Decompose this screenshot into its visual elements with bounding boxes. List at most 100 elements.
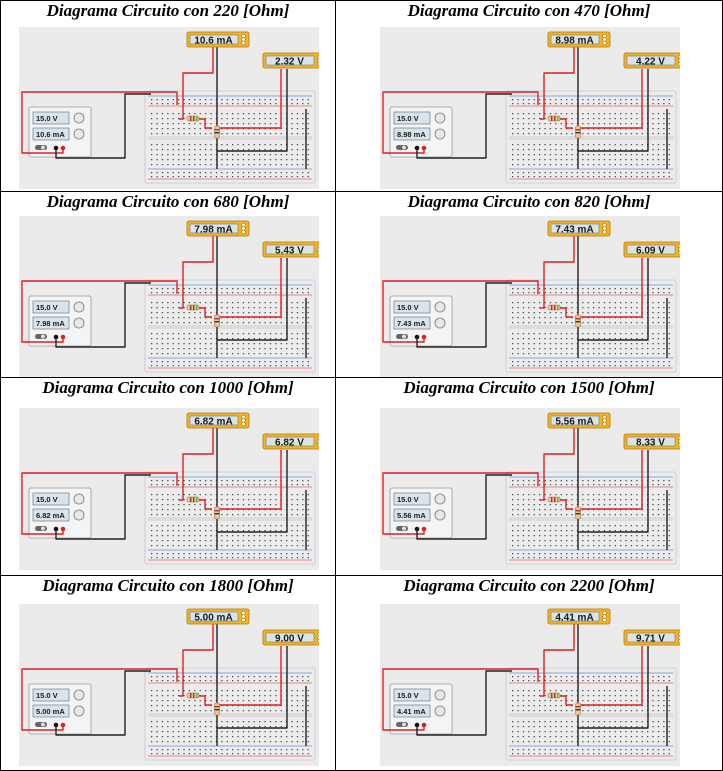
simulator-screenshot: 15.0 V 7.43 mA 7.43 mA 6.09 V	[380, 216, 680, 378]
power-supply: 15.0 V 7.43 mA	[389, 295, 453, 347]
load-resistor	[575, 702, 581, 716]
ammeter-reading: 8.98 mA	[555, 36, 593, 47]
simulator-screenshot: 15.0 V5.00 mA5.00 mA9.00 V	[19, 604, 319, 766]
cell-title: Diagrama Circuito con 1000 [Ohm]	[42, 378, 294, 397]
supply-voltage-display	[32, 111, 70, 125]
voltmeter-reading: 6.82 V	[275, 438, 304, 449]
load-resistor	[575, 125, 581, 139]
supply-current-reading: 8.98 mA	[397, 130, 426, 139]
resistor	[547, 304, 561, 311]
ammeter: 4.41 mA	[547, 608, 611, 625]
power-supply: 15.0 V 5.00 mA	[28, 683, 92, 735]
breadboard	[144, 279, 316, 373]
ammeter: 6.82 mA	[186, 412, 250, 429]
power-supply: 15.0 V10.6 mA	[28, 106, 92, 158]
breadboard	[144, 90, 316, 184]
power-supply: 15.0 V6.82 mA	[28, 487, 92, 539]
voltage-knob[interactable]	[434, 301, 446, 313]
current-knob[interactable]	[73, 128, 85, 140]
breadboard	[144, 471, 316, 565]
circuit-cell: Diagrama Circuito con 680 [Ohm] 15.0 V 7.9…	[0, 191, 336, 378]
simulator-screenshot: 15.0 V4.41 mA4.41 mA9.71 V	[380, 604, 680, 766]
current-knob[interactable]	[434, 509, 446, 521]
voltmeter-reading: 9.71 V	[636, 634, 665, 645]
voltmeter: 2.32 V	[262, 52, 319, 69]
resistor	[186, 496, 200, 503]
supply-voltage-display	[32, 492, 70, 506]
wires	[21, 624, 307, 746]
breadboard	[505, 667, 677, 761]
supply-current-display	[32, 508, 70, 522]
load-resistor	[575, 314, 581, 328]
breadboard	[505, 471, 677, 565]
ammeter-reading: 7.98 mA	[194, 225, 232, 236]
current-knob[interactable]	[434, 317, 446, 329]
voltmeter: 8.33 V	[623, 433, 680, 450]
ammeter-reading: 7.43 mA	[555, 225, 593, 236]
current-knob[interactable]	[73, 317, 85, 329]
voltmeter-reading: 5.43 V	[275, 246, 304, 257]
cell-title: Diagrama Circuito con 2200 [Ohm]	[403, 576, 655, 595]
voltage-knob[interactable]	[434, 112, 446, 124]
supply-current-display	[393, 316, 431, 330]
ammeter-reading: 6.82 mA	[194, 417, 232, 428]
supply-current-reading: 6.82 mA	[36, 511, 65, 520]
supply-current-reading: 4.41 mA	[397, 707, 426, 716]
supply-current-display	[32, 316, 70, 330]
supply-current-display	[393, 508, 431, 522]
supply-current-display	[393, 127, 431, 141]
supply-voltage-display	[393, 300, 431, 314]
current-knob[interactable]	[73, 705, 85, 717]
supply-voltage-reading: 15.0 V	[397, 303, 419, 312]
breadboard	[144, 667, 316, 761]
supply-voltage-reading: 15.0 V	[36, 303, 58, 312]
supply-voltage-reading: 15.0 V	[36, 691, 58, 700]
circuit-cell: Diagrama Circuito con 1800 [Ohm] 15.0 V 5.…	[0, 575, 336, 771]
ammeter: 5.00 mA	[186, 608, 250, 625]
cell-title: Diagrama Circuito con 680 [Ohm]	[46, 192, 290, 211]
current-knob[interactable]	[434, 128, 446, 140]
supply-voltage-reading: 15.0 V	[397, 114, 419, 123]
cell-title: Diagrama Circuito con 1800 [Ohm]	[42, 576, 294, 595]
supply-current-reading: 5.00 mA	[36, 707, 65, 716]
simulator-screenshot: 15.0 V6.82 mA6.82 mA6.82 V	[19, 408, 319, 570]
voltmeter: 4.22 V	[623, 52, 680, 69]
current-knob[interactable]	[73, 509, 85, 521]
supply-current-reading: 7.98 mA	[36, 319, 65, 328]
positive-terminal	[60, 145, 66, 151]
wires	[382, 428, 668, 550]
breadboard	[505, 279, 677, 373]
voltmeter: 6.82 V	[262, 433, 319, 450]
voltage-knob[interactable]	[73, 301, 85, 313]
current-knob[interactable]	[434, 705, 446, 717]
supply-current-reading: 7.43 mA	[397, 319, 426, 328]
ammeter: 5.56 mA	[547, 412, 611, 429]
wires	[21, 428, 307, 550]
supply-current-display	[32, 704, 70, 718]
voltage-knob[interactable]	[73, 493, 85, 505]
voltage-knob[interactable]	[434, 493, 446, 505]
wires	[382, 236, 668, 358]
load-resistor	[214, 702, 220, 716]
voltage-knob[interactable]	[434, 689, 446, 701]
voltage-knob[interactable]	[73, 112, 85, 124]
resistor	[186, 115, 200, 122]
voltage-knob[interactable]	[73, 689, 85, 701]
voltmeter: 9.71 V	[623, 629, 680, 646]
load-resistor	[214, 506, 220, 520]
ammeter: 7.98 mA	[186, 220, 250, 237]
resistor	[547, 496, 561, 503]
load-resistor	[575, 506, 581, 520]
voltmeter-reading: 6.09 V	[636, 246, 665, 257]
load-resistor	[214, 314, 220, 328]
cell-title: Diagrama Circuito con 220 [Ohm]	[46, 1, 290, 20]
negative-terminal	[414, 145, 420, 151]
negative-terminal	[53, 145, 59, 151]
supply-current-display	[32, 127, 70, 141]
resistor	[547, 692, 561, 699]
